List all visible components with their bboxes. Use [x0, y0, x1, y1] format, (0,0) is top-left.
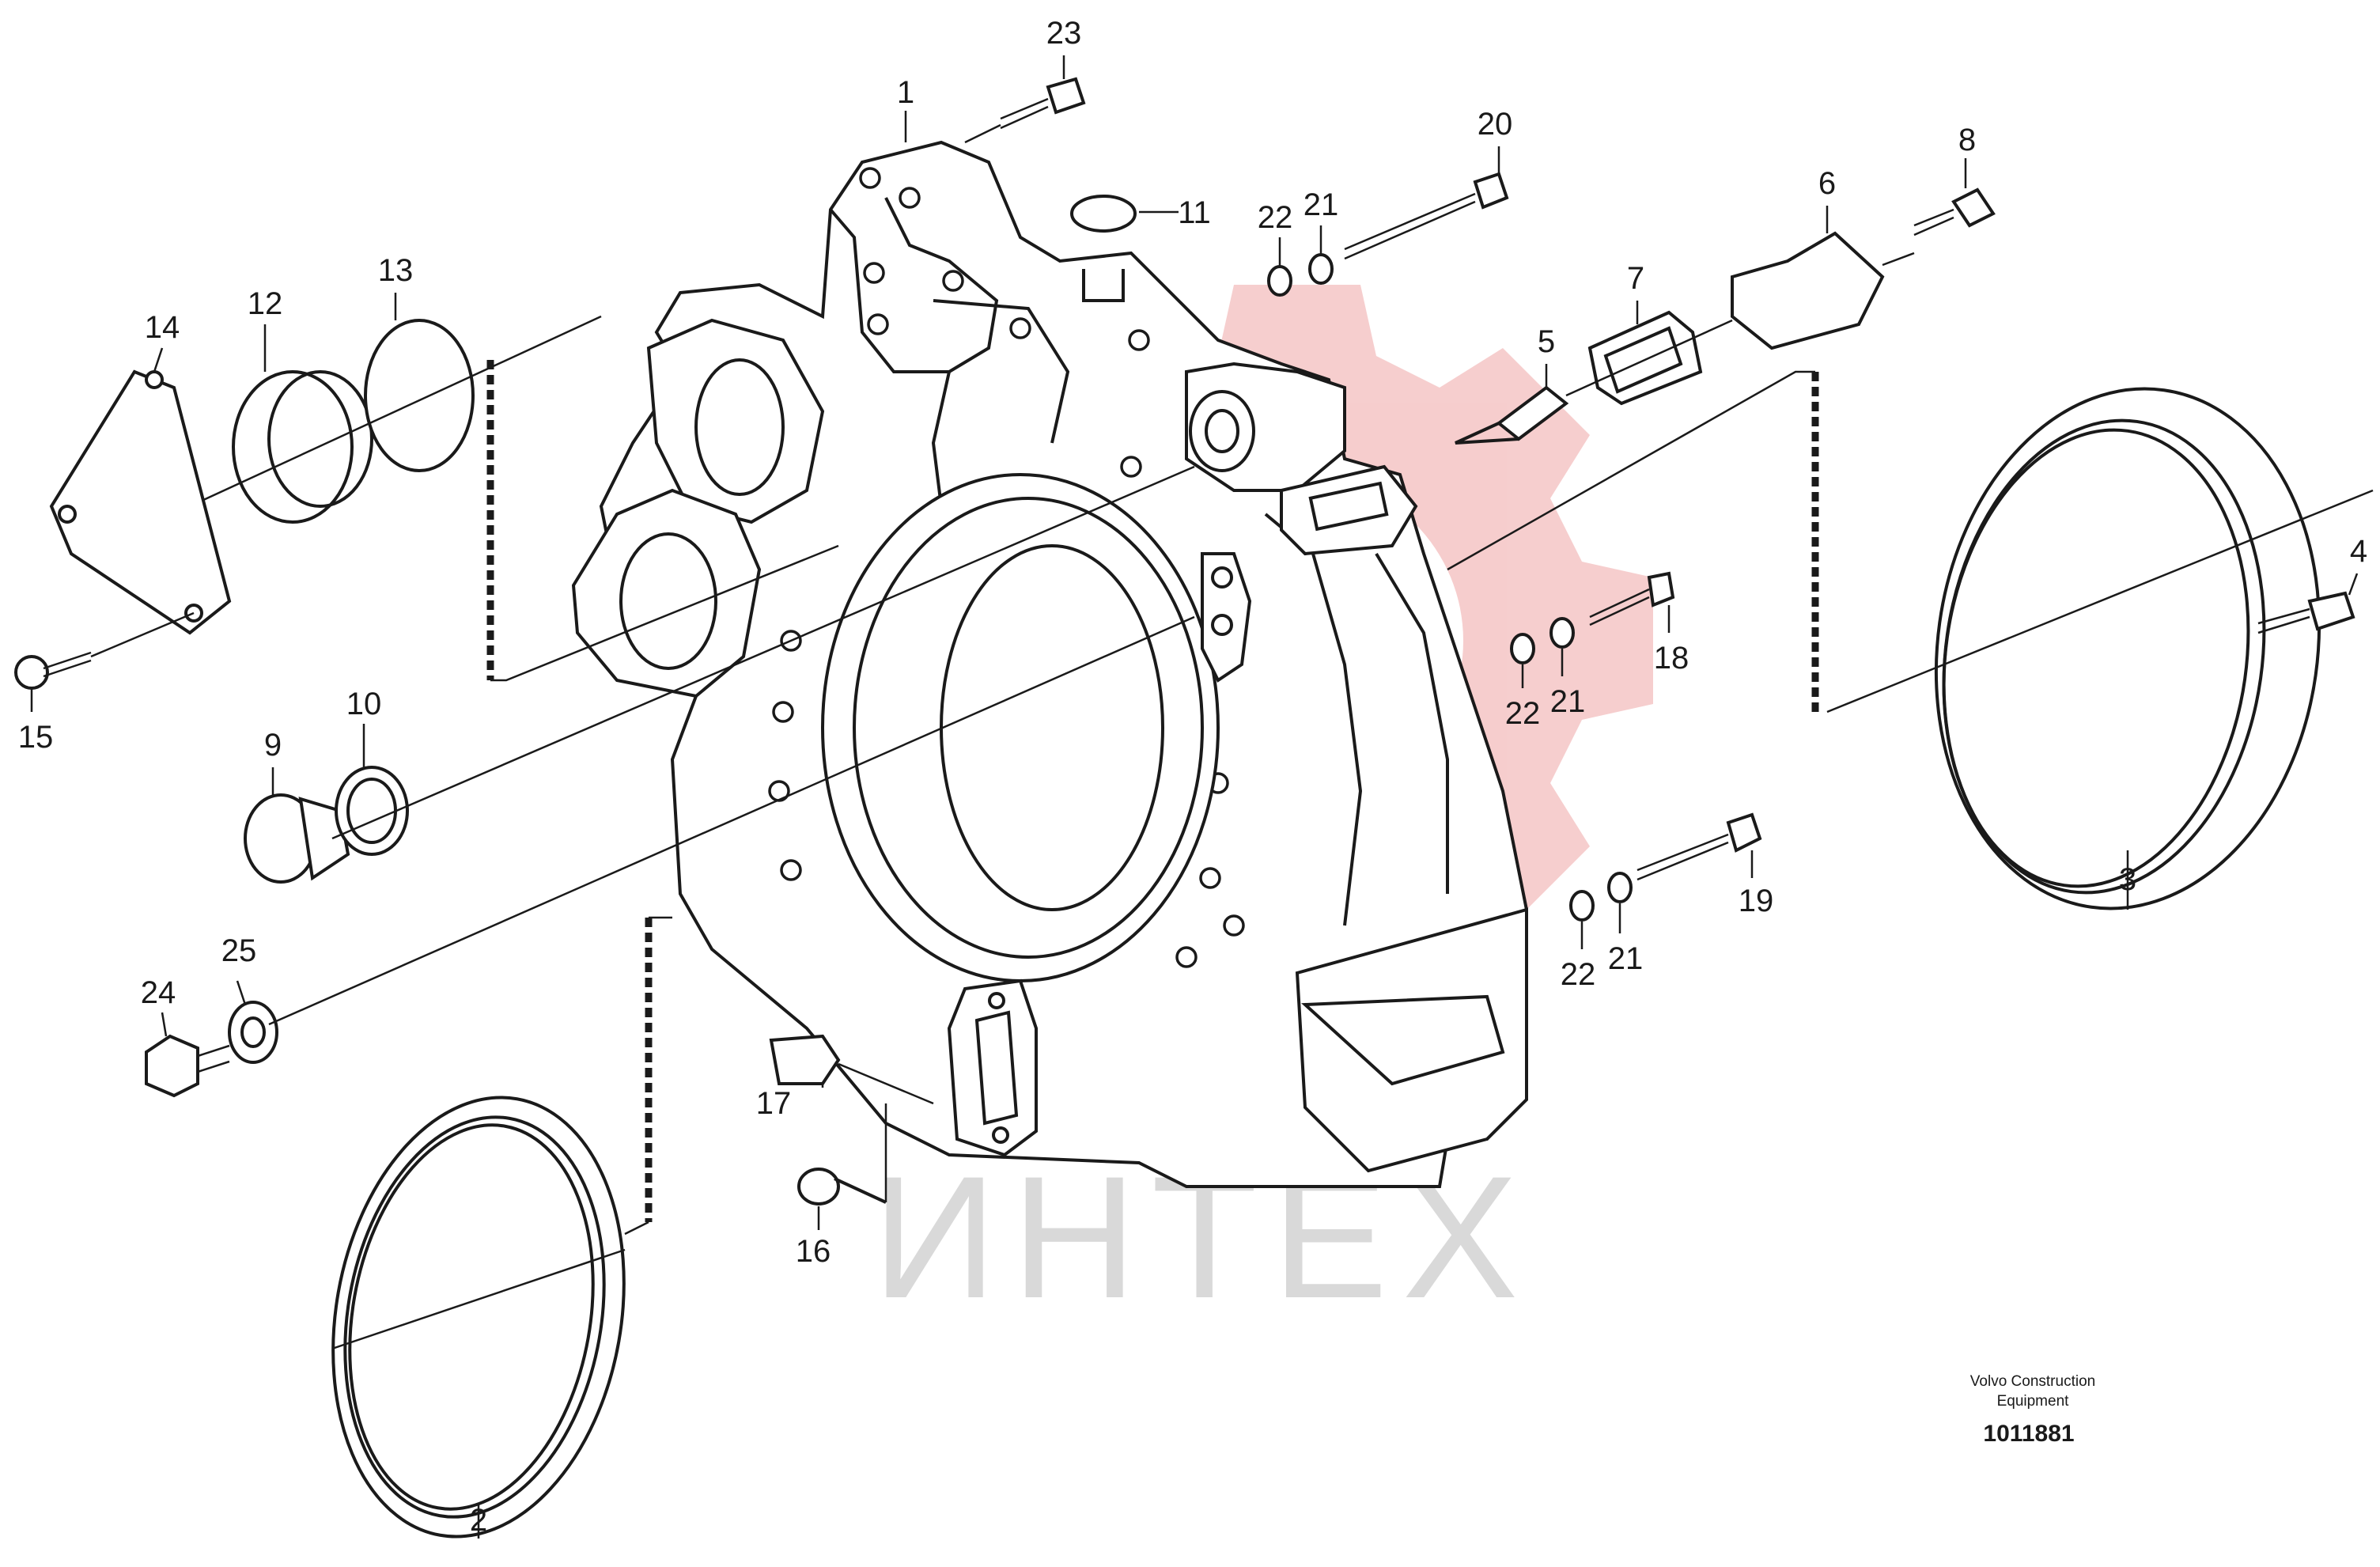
callout-12: 12	[248, 286, 283, 321]
part-6-cover	[1731, 231, 1915, 350]
callout-14: 14	[145, 310, 180, 345]
callout-25: 25	[221, 933, 257, 968]
callout-18: 18	[1654, 641, 1689, 676]
part-5-plug	[1455, 385, 1569, 445]
part-23-bolt	[964, 77, 1086, 144]
callout-7: 7	[1627, 261, 1644, 296]
part-8-bolt	[1913, 187, 1996, 237]
flywheel-housing	[571, 140, 1528, 1188]
callout-1: 1	[897, 75, 914, 110]
callout-17: 17	[756, 1086, 792, 1121]
part-19-bolt	[1636, 812, 1762, 881]
part-24-bolt	[145, 1034, 230, 1098]
part-14-plate	[49, 369, 232, 635]
credit-line-1: Volvo Construction	[1970, 1373, 2095, 1390]
callout-22b: 22	[1505, 696, 1541, 731]
callout-22c: 22	[1561, 957, 1596, 992]
callout-4: 4	[2350, 534, 2367, 569]
callout-11: 11	[1178, 195, 1211, 230]
callout-13: 13	[378, 253, 414, 288]
credit-line-2: Equipment	[1997, 1393, 2070, 1410]
part-13-ring	[189, 315, 602, 508]
callout-21b: 21	[1550, 684, 1586, 719]
leader-lines	[30, 55, 2359, 1539]
callout-8: 8	[1958, 123, 1976, 157]
callout-19: 19	[1739, 884, 1774, 918]
part-18-bolt	[1589, 571, 1675, 626]
callout-23: 23	[1046, 16, 1082, 51]
part-4-bolt	[2257, 591, 2355, 634]
part-2-seal	[331, 1096, 626, 1539]
callout-3: 3	[2119, 862, 2136, 897]
part-20-bolt	[1344, 172, 1509, 260]
callout-9: 9	[264, 728, 282, 763]
callout-2: 2	[470, 1503, 487, 1538]
part-16-plug	[797, 1168, 887, 1206]
document-number: 1011881	[1983, 1421, 2074, 1447]
part-12-cap	[232, 370, 373, 524]
callout-10: 10	[346, 687, 382, 721]
credit-block: Volvo Construction Equipment 1011881	[1970, 1373, 2095, 1447]
callout-24: 24	[141, 975, 176, 1010]
callout-16: 16	[796, 1234, 831, 1269]
callout-20: 20	[1478, 107, 1513, 142]
callout-6: 6	[1818, 166, 1836, 201]
callout-22a: 22	[1258, 200, 1293, 235]
part-17-sensor	[769, 1034, 934, 1105]
part-25-washer	[228, 615, 1195, 1064]
callout-5: 5	[1538, 324, 1555, 359]
part-3-seal	[1826, 387, 2374, 910]
callouts: 1 2 3 4 5 6 7 8 9 10 11 12 13 14 15 16 1…	[18, 16, 2367, 1538]
part-7-gasket	[1565, 310, 1733, 406]
assembly-dashes	[486, 360, 1819, 1236]
part-9-plug	[244, 793, 350, 884]
callout-21a: 21	[1304, 187, 1339, 222]
callout-15: 15	[18, 720, 54, 755]
washers	[1267, 253, 1633, 922]
part-10-ring	[331, 465, 1195, 856]
part-15-screw	[14, 611, 195, 690]
callout-21c: 21	[1608, 941, 1644, 976]
